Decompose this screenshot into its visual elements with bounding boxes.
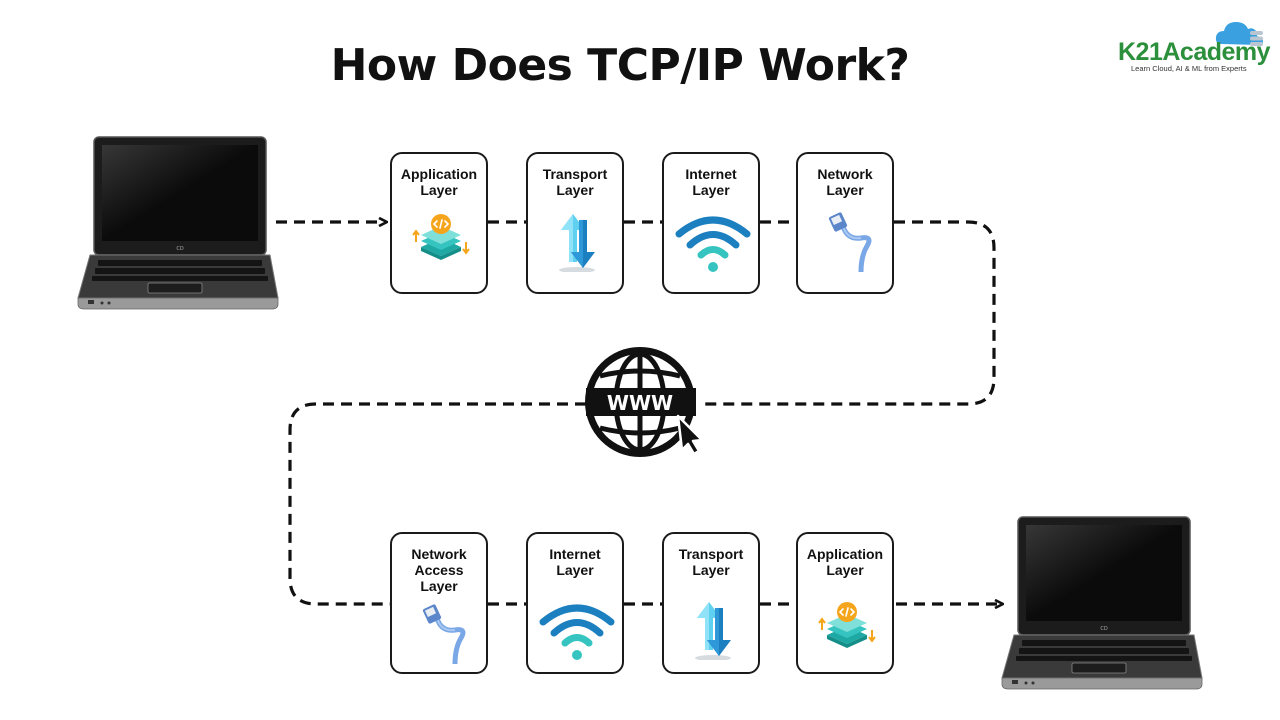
page-title: How Does TCP/IP Work? (330, 40, 910, 91)
code-layers-icon (412, 214, 470, 260)
route-to-globe (700, 220, 996, 406)
receiver-laptop-icon: CD (1001, 516, 1203, 690)
ethernet-cable-icon (828, 212, 872, 272)
brand-logo: K21Academy Learn Cloud, AI & ML from Exp… (1112, 18, 1272, 80)
transfer-arrows-icon (559, 214, 595, 272)
code-layers-icon (818, 602, 876, 648)
brand-name: K21Academy (1118, 38, 1271, 66)
brand-tagline: Learn Cloud, AI & ML from Experts (1131, 64, 1247, 73)
globe-icon: WWW (585, 347, 704, 457)
globe-label: WWW (607, 391, 673, 415)
sender-laptop-icon: CD (77, 136, 279, 310)
ethernet-cable-icon (422, 604, 466, 664)
wifi-icon (539, 604, 615, 660)
route-from-globe (288, 402, 586, 606)
laptop-logo: CD (176, 246, 183, 252)
laptop-logo: CD (1100, 626, 1107, 632)
cursor-icon (676, 414, 704, 456)
wifi-icon (675, 216, 751, 272)
transfer-arrows-icon (695, 602, 731, 660)
cloud-icon (1215, 22, 1263, 46)
